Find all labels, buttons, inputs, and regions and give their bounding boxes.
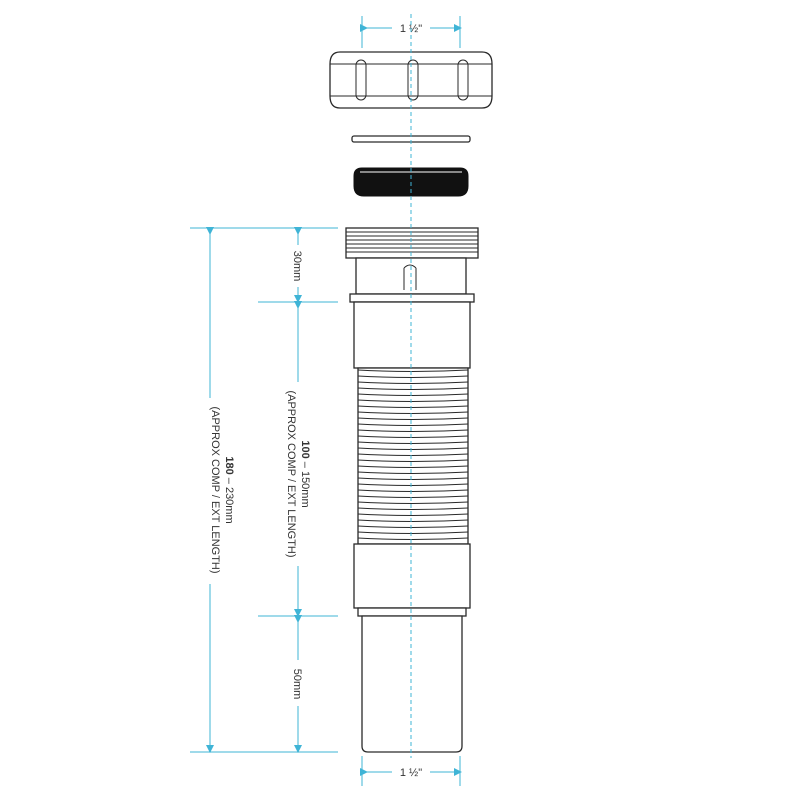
corrugation-rib [357, 465, 469, 468]
lower-collar [353, 543, 471, 617]
corrugation-rib [357, 435, 469, 438]
dim-30mm-label: 30mm [291, 251, 303, 282]
bottom-width-label: 1 ½" [400, 767, 422, 779]
corrugation-rib [357, 489, 469, 492]
corrugation-rib [357, 423, 469, 426]
dim-50mm-label: 50mm [291, 669, 303, 700]
tail-pipe [361, 615, 463, 753]
corrugation-rib [357, 507, 469, 510]
flexible-corrugated-section [357, 367, 469, 545]
corrugation-rib [357, 405, 469, 408]
threaded-body [345, 227, 479, 303]
corrugation-rib [357, 429, 469, 432]
corrugation-rib [357, 459, 469, 462]
corrugation-rib [357, 417, 469, 420]
corrugation-rib [357, 501, 469, 504]
upper-collar [353, 301, 471, 369]
corrugation-rib [357, 477, 469, 480]
corrugation-rib [357, 399, 469, 402]
dim-30mm: 30mm [291, 227, 303, 303]
corrugation-rib [357, 375, 469, 378]
corrugation-rib [357, 393, 469, 396]
dim-100-value: 100 [299, 440, 311, 458]
dim-100-150mm: 100 – 150mm (APPROX COMP / EXT LENGTH) [285, 301, 311, 617]
corrugation-rib [357, 537, 469, 540]
corrugation-rib [357, 519, 469, 522]
corrugation-rib [357, 441, 469, 444]
corrugation-rib [357, 387, 469, 390]
corrugation-rib [357, 483, 469, 486]
bottom-width-dimension: 1 ½" [360, 756, 462, 786]
dim-100-range: – 150mm [299, 459, 311, 508]
corrugation-rib [357, 447, 469, 450]
corrugation-rib [357, 525, 469, 528]
corrugation-rib [357, 495, 469, 498]
dim-180-230mm: 180 – 230mm (APPROX COMP / EXT LENGTH) [206, 227, 235, 753]
corrugation-rib [357, 453, 469, 456]
dim-180-value: 180 [223, 456, 235, 474]
dim-180-range: – 230mm [223, 475, 235, 524]
dim-180-230mm-label: 180 – 230mm [223, 456, 235, 523]
corrugation-rib [357, 369, 469, 372]
corrugation-rib [357, 411, 469, 414]
corrugation-rib [357, 531, 469, 534]
corrugation-rib [357, 381, 469, 384]
corrugation-rib [357, 471, 469, 474]
dim-100-150mm-label: 100 – 150mm [299, 440, 311, 507]
corrugation-rib [357, 513, 469, 516]
dim-100-note: (APPROX COMP / EXT LENGTH) [285, 390, 297, 557]
dim-180-note: (APPROX COMP / EXT LENGTH) [209, 406, 221, 573]
dim-50mm: 50mm [291, 615, 303, 753]
